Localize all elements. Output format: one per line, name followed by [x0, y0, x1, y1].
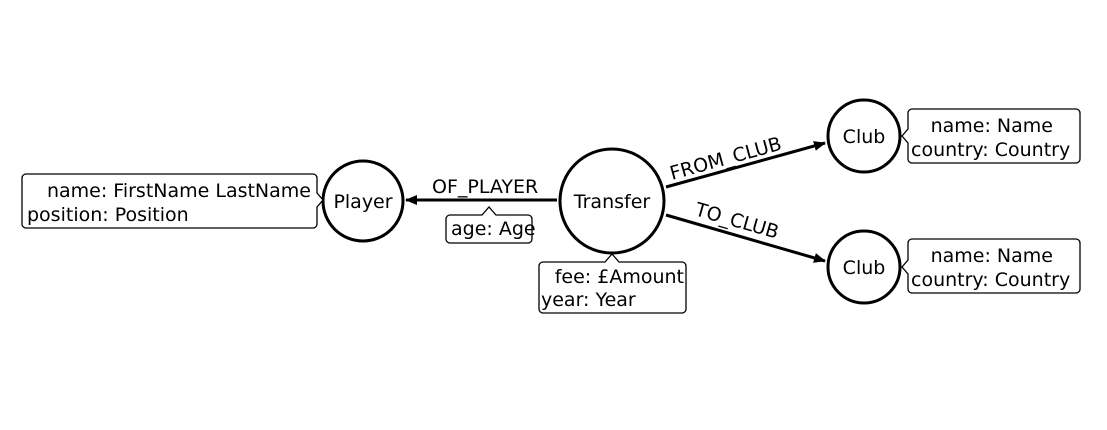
node-player-label: Player [333, 191, 392, 213]
edge-from-club-label: FROM_CLUB [667, 133, 784, 185]
player-prop-position: position: Position [27, 204, 189, 226]
edge-of-player-props-callout: age: Age [445, 206, 536, 244]
edge-of-player: OF_PLAYER [405, 176, 557, 205]
node-transfer: Transfer [558, 147, 666, 255]
edge-of-player-label: OF_PLAYER [432, 176, 538, 198]
transfer-prop-fee: fee: £Amount [555, 266, 684, 288]
node-transfer-circle [558, 147, 666, 255]
edge-to-club: TO_CLUB [665, 198, 826, 263]
edge-to-club-line [665, 213, 826, 263]
node-club-from: Club [826, 98, 902, 174]
transfer-prop-year: year: Year [541, 289, 636, 311]
node-player-circle [321, 159, 405, 243]
club-from-prop-name: name: Name [931, 115, 1053, 137]
edge-of-player-props-box [445, 206, 533, 244]
transfer-props-callout: fee: £Amount year: Year [538, 253, 687, 314]
node-club-to-circle [826, 229, 902, 305]
player-props-box [21, 173, 324, 229]
edge-of-player-prop-age: age: Age [451, 218, 536, 240]
transfer-props-box [538, 253, 687, 314]
club-to-prop-name: name: Name [931, 245, 1053, 267]
node-club-from-circle [826, 98, 902, 174]
player-props-callout: name: FirstName LastName position: Posit… [21, 173, 324, 229]
node-club-to: Club [826, 229, 902, 305]
edge-from-club: FROM_CLUB [665, 133, 826, 189]
node-player: Player [321, 159, 405, 243]
edge-from-club-line [665, 141, 826, 189]
club-from-props-callout: name: Name country: Country [901, 108, 1081, 164]
club-from-props-box [901, 108, 1081, 164]
node-club-to-label: Club [843, 257, 886, 279]
player-prop-name: name: FirstName LastName [47, 180, 311, 202]
club-to-prop-country: country: Country [911, 269, 1070, 291]
node-transfer-label: Transfer [573, 191, 651, 213]
node-club-from-label: Club [843, 126, 886, 148]
club-to-props-box [901, 238, 1081, 294]
club-from-prop-country: country: Country [911, 139, 1070, 161]
club-to-props-callout: name: Name country: Country [901, 238, 1081, 294]
